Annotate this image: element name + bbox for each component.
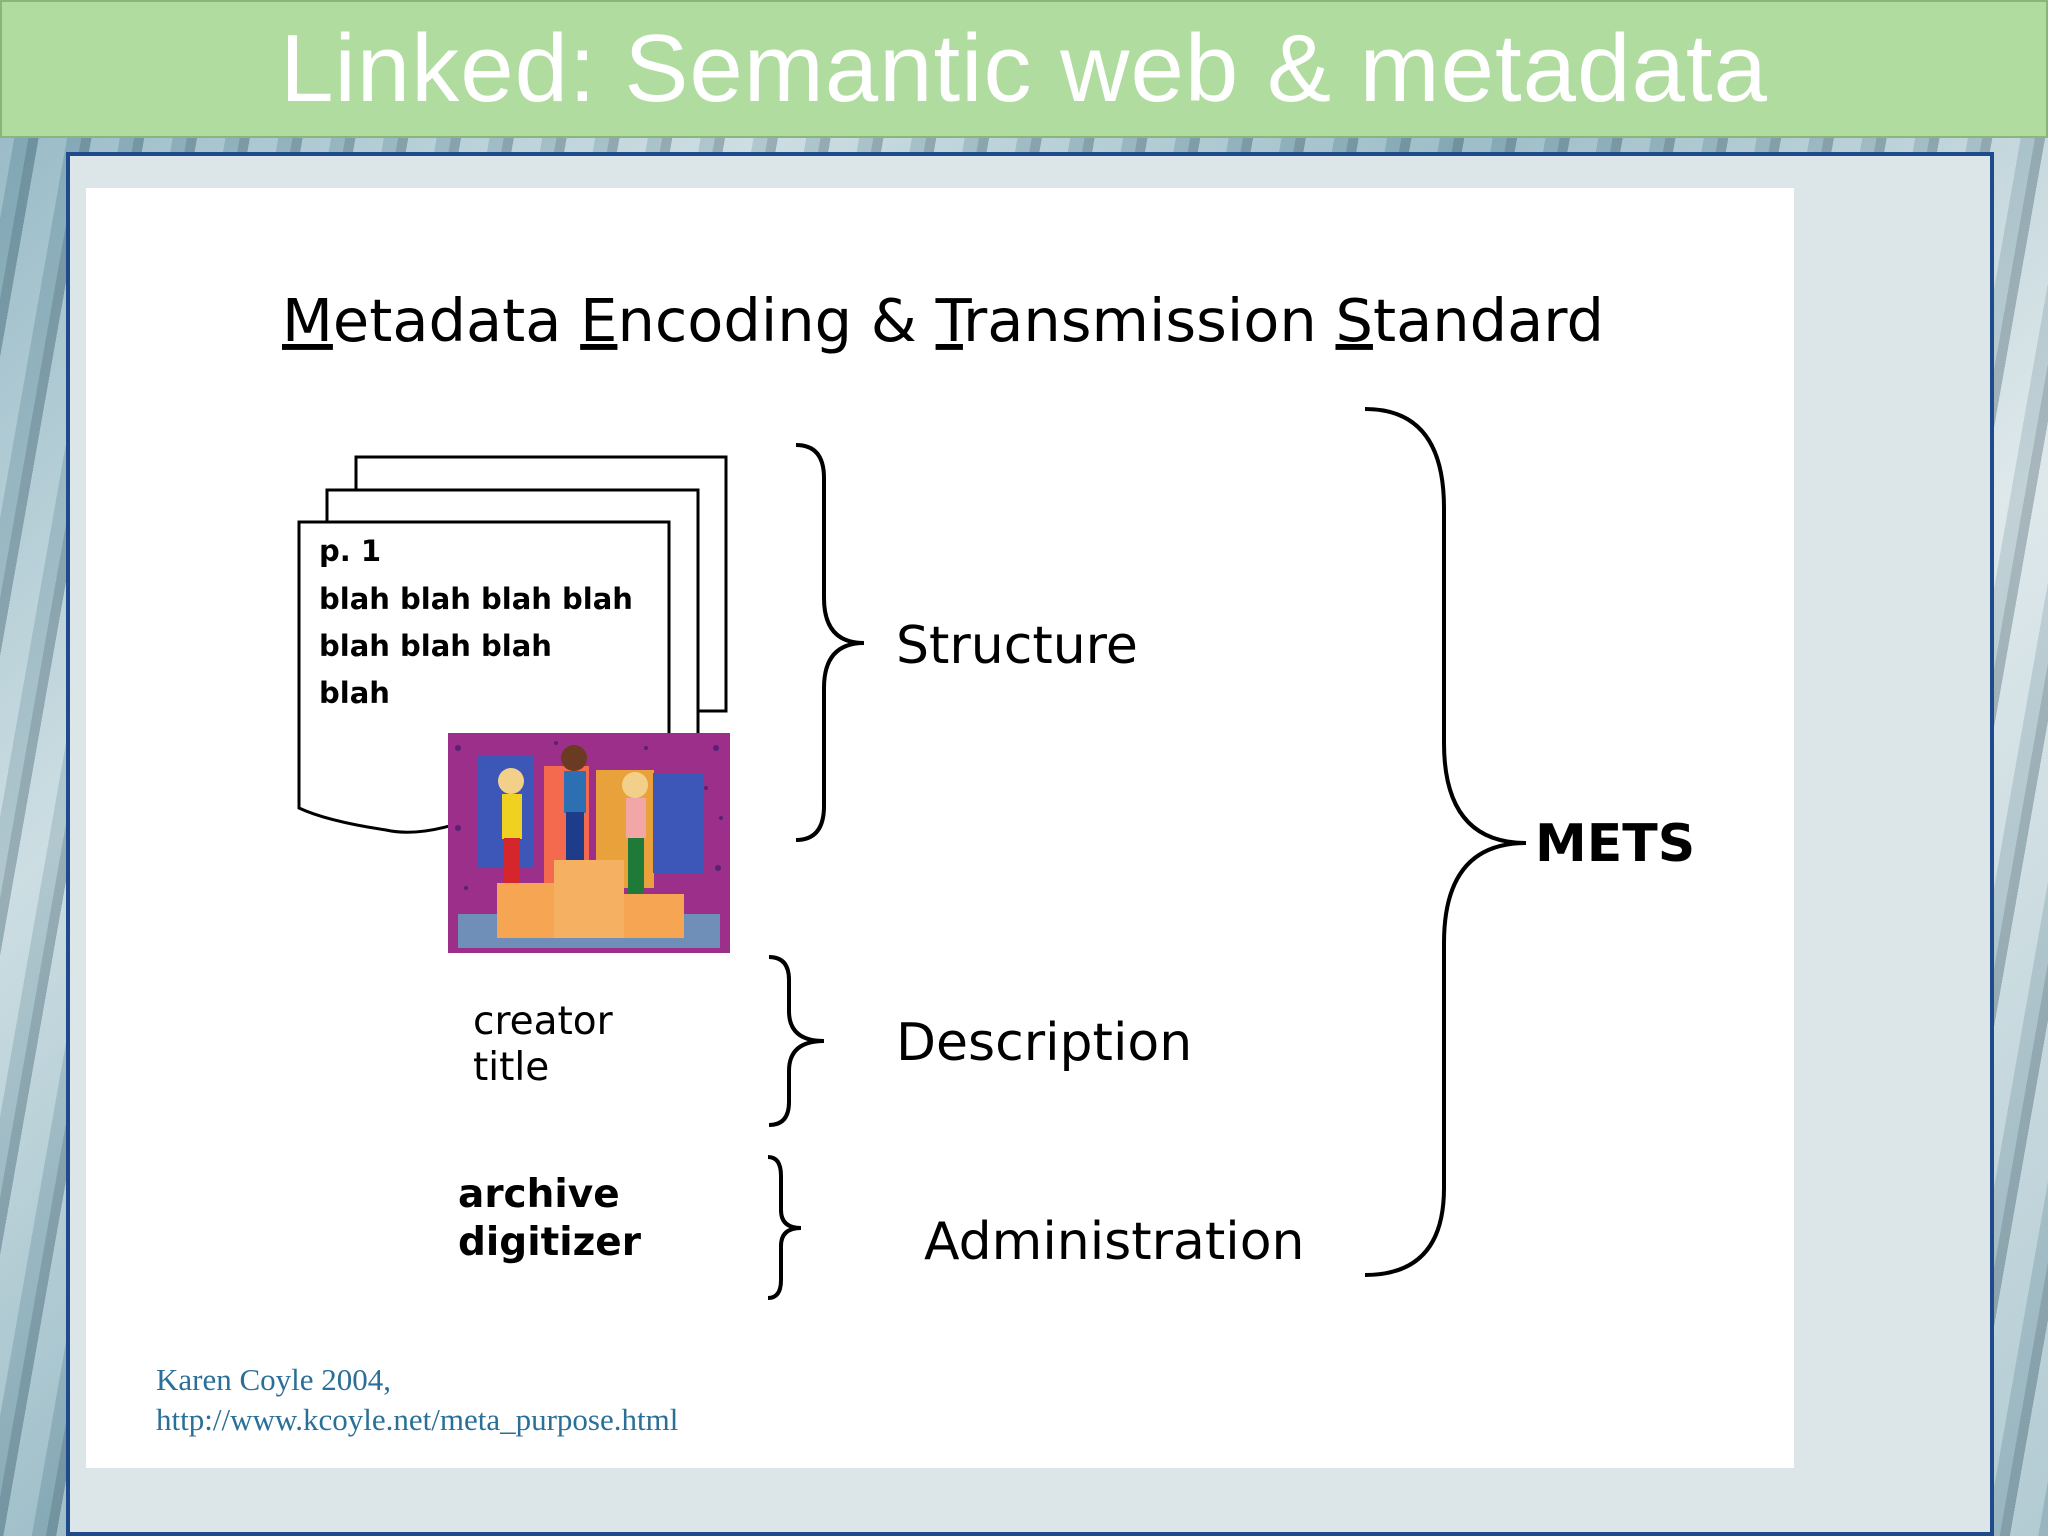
heading-rest-t: ransmission <box>963 286 1336 355</box>
heading-initial-s: S <box>1335 286 1372 355</box>
description-label: Description <box>896 1013 1192 1073</box>
administration-field: archive <box>458 1172 620 1217</box>
document-line: blah <box>319 676 390 710</box>
heading-rest-e: ncoding & <box>617 286 935 355</box>
citation: Karen Coyle 2004, http://www.kcoyle.net/… <box>156 1360 678 1440</box>
title-bar: Linked: Semantic web & metadata <box>0 0 2048 138</box>
description-field: creator <box>473 999 614 1044</box>
heading-initial-m: M <box>282 286 333 355</box>
administration-brace <box>767 1155 802 1300</box>
description-fields: creator title <box>473 999 614 1090</box>
slide-title: Linked: Semantic web & metadata <box>280 15 1768 122</box>
document-line: blah blah blah blah <box>319 582 633 616</box>
document-line: blah blah blah <box>319 629 552 663</box>
heading-rest-m: etadata <box>333 286 580 355</box>
structure-brace <box>795 443 865 842</box>
description-field: title <box>473 1045 549 1090</box>
citation-url[interactable]: http://www.kcoyle.net/meta_purpose.html <box>156 1402 679 1437</box>
document-stack <box>297 455 728 834</box>
heading-initial-e: E <box>580 286 617 355</box>
mets-diagram: Metadata Encoding & Transmission Standar… <box>282 286 1695 1300</box>
administration-label: Administration <box>924 1212 1305 1272</box>
document-line: p. 1 <box>319 534 381 568</box>
description-brace <box>768 955 825 1127</box>
diagram-heading: Metadata Encoding & Transmission Standar… <box>282 286 1604 355</box>
administration-fields: archive digitizer <box>458 1172 642 1265</box>
slide-content: Metadata Encoding & Transmission Standar… <box>86 188 1794 1468</box>
mets-label: METS <box>1535 814 1695 874</box>
administration-field: digitizer <box>458 1220 642 1265</box>
mets-brace <box>1364 407 1527 1277</box>
heading-rest-s: tandard <box>1373 286 1604 355</box>
people-podium-clipart <box>448 733 730 953</box>
document-text: p. 1 blah blah blah blah blah blah blah … <box>319 534 633 710</box>
citation-author: Karen Coyle 2004, <box>156 1362 392 1397</box>
structure-label: Structure <box>896 616 1138 676</box>
